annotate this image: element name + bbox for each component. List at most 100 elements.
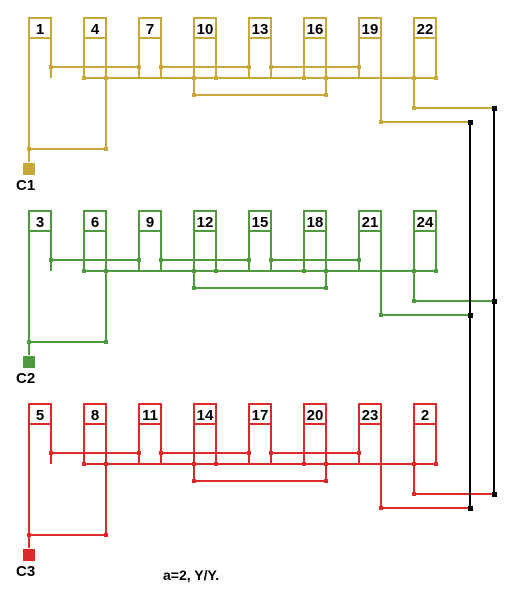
junction-node xyxy=(82,269,86,273)
coil-box xyxy=(138,403,162,425)
junction-node xyxy=(357,65,361,69)
junction-node xyxy=(137,451,141,455)
coil-label: 9 xyxy=(146,214,154,231)
coil-label: 22 xyxy=(417,21,434,38)
coil-box xyxy=(193,210,217,232)
coil-label: 18 xyxy=(307,214,324,231)
junction-node xyxy=(302,462,306,466)
star-node xyxy=(492,299,497,304)
junction-node xyxy=(27,340,31,344)
coil-label: 21 xyxy=(362,214,379,231)
junction-node xyxy=(412,492,416,496)
junction-node xyxy=(324,479,328,483)
coil-box xyxy=(193,17,217,39)
star-node xyxy=(468,506,473,511)
coil-box xyxy=(413,17,437,39)
star-node xyxy=(492,106,497,111)
coil-label: 15 xyxy=(252,214,269,231)
coil-box xyxy=(28,17,52,39)
junction-node xyxy=(214,462,218,466)
junction-node xyxy=(324,286,328,290)
star-connection xyxy=(468,106,497,511)
junction-node xyxy=(269,65,273,69)
coil-box xyxy=(248,17,272,39)
coil-label: 23 xyxy=(362,407,379,424)
coil-label: 14 xyxy=(197,407,214,424)
terminal-c3-marker xyxy=(23,549,35,561)
coil-box xyxy=(83,17,107,39)
coil-label: 1 xyxy=(36,21,44,38)
junction-node xyxy=(159,451,163,455)
junction-node xyxy=(412,106,416,110)
coil-label: 20 xyxy=(307,407,324,424)
phase-3-group: 5 8 11 14 17 20 23 2C3 xyxy=(16,403,494,580)
junction-node xyxy=(302,76,306,80)
coil-box xyxy=(248,403,272,425)
junction-node xyxy=(49,451,53,455)
coil-label: 11 xyxy=(142,407,158,424)
star-node xyxy=(468,313,473,318)
coil-box xyxy=(358,403,382,425)
star-node xyxy=(492,492,497,497)
junction-node xyxy=(27,533,31,537)
coil-label: 10 xyxy=(197,21,214,38)
coil-label: 13 xyxy=(252,21,269,38)
coil-box xyxy=(28,403,52,425)
coil-label: 2 xyxy=(421,407,429,424)
coil-box xyxy=(303,210,327,232)
junction-node xyxy=(269,258,273,262)
coil-box xyxy=(138,17,162,39)
coil-box xyxy=(413,403,437,425)
junction-node xyxy=(379,120,383,124)
coil-label: 3 xyxy=(36,214,44,231)
terminal-c2-marker xyxy=(23,356,35,368)
coil-box xyxy=(358,17,382,39)
junction-node xyxy=(357,258,361,262)
coil-label: 8 xyxy=(91,407,99,424)
junction-node xyxy=(269,451,273,455)
coil-box xyxy=(83,403,107,425)
diagram-caption: a=2, Y/Y. xyxy=(163,567,219,583)
coil-label: 19 xyxy=(362,21,379,38)
junction-node xyxy=(82,462,86,466)
junction-node xyxy=(214,269,218,273)
junction-node xyxy=(247,258,251,262)
junction-node xyxy=(379,313,383,317)
coil-label: 7 xyxy=(146,21,154,38)
coil-label: 6 xyxy=(91,214,99,231)
terminal-label: C2 xyxy=(16,370,35,387)
coil-label: 12 xyxy=(197,214,214,231)
junction-node xyxy=(247,65,251,69)
junction-node xyxy=(49,65,53,69)
junction-node xyxy=(82,76,86,80)
coil-box xyxy=(83,210,107,232)
coil-box xyxy=(193,403,217,425)
junction-node xyxy=(214,76,218,80)
junction-node xyxy=(49,258,53,262)
junction-node xyxy=(137,65,141,69)
coil-label: 24 xyxy=(417,214,434,231)
star-node xyxy=(468,120,473,125)
terminal-label: C1 xyxy=(16,177,35,194)
coil-box xyxy=(138,210,162,232)
coil-label: 4 xyxy=(91,21,100,38)
junction-node xyxy=(159,258,163,262)
junction-node xyxy=(379,506,383,510)
junction-node xyxy=(302,269,306,273)
coil-box xyxy=(248,210,272,232)
terminal-c1-marker xyxy=(23,163,35,175)
coil-box xyxy=(303,17,327,39)
terminal-label: C3 xyxy=(16,563,35,580)
junction-node xyxy=(247,451,251,455)
coil-label: 5 xyxy=(36,407,44,424)
junction-node xyxy=(137,258,141,262)
coil-box xyxy=(358,210,382,232)
coil-label: 17 xyxy=(252,407,269,424)
coil-box xyxy=(28,210,52,232)
junction-node xyxy=(434,269,438,273)
junction-node xyxy=(324,93,328,97)
